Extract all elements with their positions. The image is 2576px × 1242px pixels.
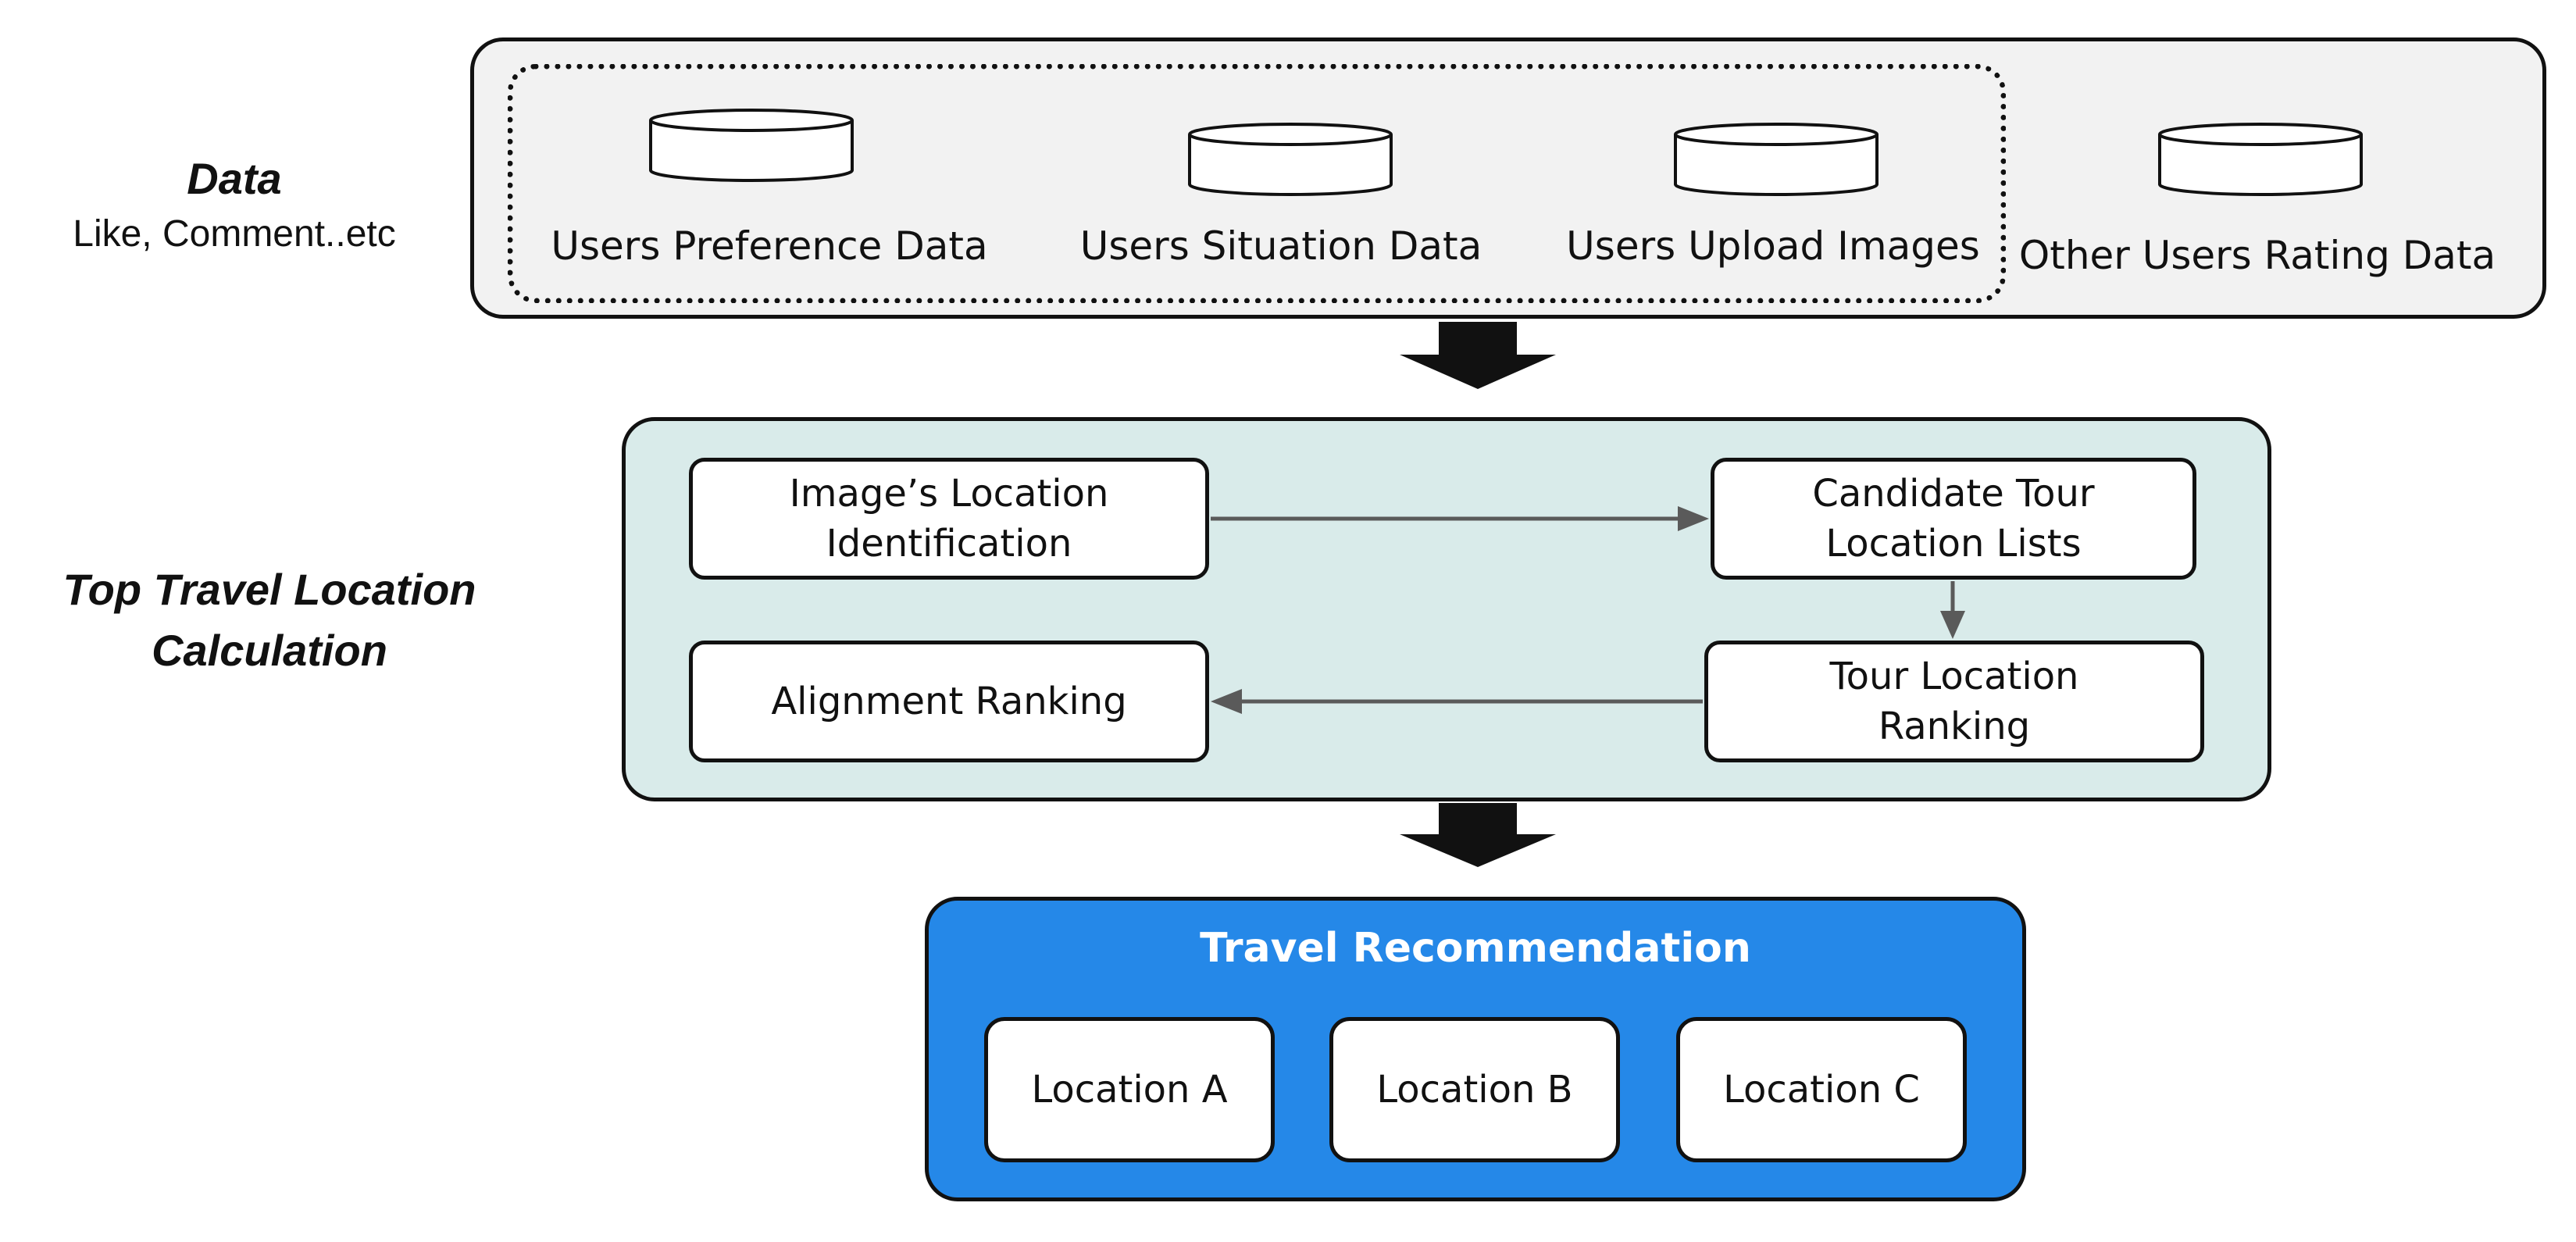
location-card-c: Location C (1676, 1017, 1967, 1162)
database-icon-preference (649, 109, 854, 182)
data-source-label: Users Upload Images (1566, 223, 1980, 269)
step-tour-location-ranking: Tour Location Ranking (1704, 641, 2204, 762)
flow-arrow-calc-to-recommendation (1400, 803, 1556, 867)
database-icon-images (1674, 123, 1878, 196)
arrow-image-to-candidate (1211, 506, 1709, 531)
recommendation-title: Travel Recommendation (1200, 925, 1751, 972)
data-source-label: Other Users Rating Data (2018, 233, 2496, 278)
step-candidate-tour-location-lists: Candidate Tour Location Lists (1711, 458, 2196, 580)
data-section-subtitle: Like, Comment..etc (73, 213, 396, 255)
location-card-b: Location B (1329, 1017, 1620, 1162)
data-section-title: Data (187, 154, 282, 203)
location-card-a: Location A (984, 1017, 1275, 1162)
calc-section-title-line1: Top Travel Location (62, 565, 476, 614)
flow-arrow-data-to-calc (1400, 322, 1556, 389)
database-icon-rating (2158, 123, 2363, 196)
step-image-location-identification: Image’s Location Identification (689, 458, 1209, 580)
arrow-tour-to-alignment-ranking (1211, 689, 1703, 714)
arrow-candidate-to-tour-ranking (1940, 581, 1965, 639)
data-source-label: Users Situation Data (1079, 223, 1482, 269)
calc-section-title-line2: Calculation (152, 626, 387, 675)
data-source-label: Users Preference Data (551, 223, 988, 269)
calc-section-title: Top Travel Location Calculation (16, 559, 523, 681)
user-data-group (508, 64, 2006, 303)
step-alignment-ranking: Alignment Ranking (689, 641, 1209, 762)
database-icon-situation (1188, 123, 1393, 196)
